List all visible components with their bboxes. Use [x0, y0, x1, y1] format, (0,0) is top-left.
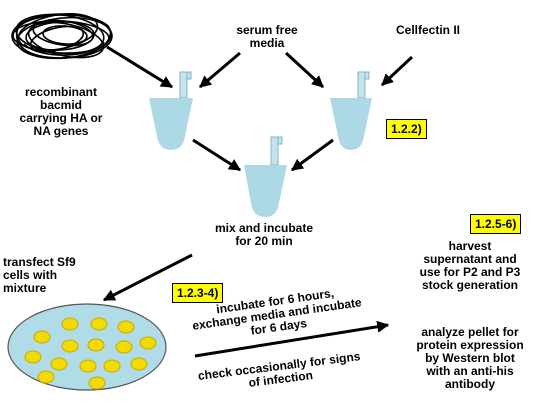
step-badge-1-2-5-6: 1.2.5-6)	[470, 214, 522, 234]
culture-dish-icon	[7, 303, 167, 391]
label-bacmid: recombinant bacmid carrying HA or NA gen…	[2, 86, 120, 138]
label-transfect-line: cells with	[3, 268, 58, 282]
label-cellfectin-line: Cellfectin II	[395, 23, 460, 37]
label-bacmid-line: recombinant	[24, 85, 97, 99]
arrow-media-to-left-tube	[199, 51, 241, 89]
arrow-bacmid-to-tube	[106, 45, 174, 89]
label-harvest-line: harvest	[448, 239, 492, 253]
label-bacmid-line: bacmid	[39, 98, 82, 112]
label-analyze-line: with an anti-his	[426, 364, 514, 378]
label-analyze-line: protein expression	[416, 338, 524, 352]
label-analyze-line: analyze pellet for	[421, 325, 519, 339]
label-mix-incubate: mix and incubate for 20 min	[200, 222, 328, 248]
label-bacmid-line: NA genes	[33, 124, 89, 138]
label-harvest: harvest supernatant and use for P2 and P…	[408, 240, 532, 292]
label-transfect-line: transfect Sf9	[3, 255, 76, 269]
arrow-media-to-right-tube	[284, 51, 325, 89]
tube-right-icon	[330, 71, 372, 150]
label-harvest-line: stock generation	[421, 278, 519, 292]
step-badge-1-2-2: 1.2.2)	[386, 119, 427, 139]
sf9-cells	[24, 317, 157, 390]
label-harvest-line: supernatant and	[423, 252, 517, 266]
arrow-mix-to-transfect	[102, 253, 193, 302]
label-serum-free-media: serum free media	[222, 24, 312, 50]
step-badge-1-2-3-4: 1.2.3-4)	[172, 283, 224, 303]
label-cellfectin: Cellfectin II	[380, 24, 476, 37]
label-analyze-pellet: analyze pellet for protein expression by…	[408, 326, 532, 391]
bacmid-dna-icon	[11, 13, 113, 60]
label-harvest-line: use for P2 and P3	[419, 265, 521, 279]
label-media-line: serum free	[236, 23, 298, 37]
label-mix-line: for 20 min	[235, 234, 293, 248]
label-transfect: transfect Sf9 cells with mixture	[3, 256, 91, 295]
tube-left-icon	[149, 71, 193, 150]
arrow-right-tube-to-mix	[291, 138, 334, 172]
label-bacmid-line: carrying HA or	[19, 111, 103, 125]
arrow-left-tube-to-mix	[192, 138, 242, 172]
tube-mix-icon	[244, 136, 287, 217]
label-analyze-line: antibody	[445, 377, 495, 391]
label-analyze-line: by Western blot	[425, 351, 515, 365]
label-transfect-line: mixture	[3, 281, 47, 295]
label-media-line: media	[249, 36, 285, 50]
arrow-to-analysis	[194, 320, 390, 358]
arrow-cellfectin-to-tube	[380, 55, 414, 87]
label-mix-line: mix and incubate	[214, 221, 314, 235]
